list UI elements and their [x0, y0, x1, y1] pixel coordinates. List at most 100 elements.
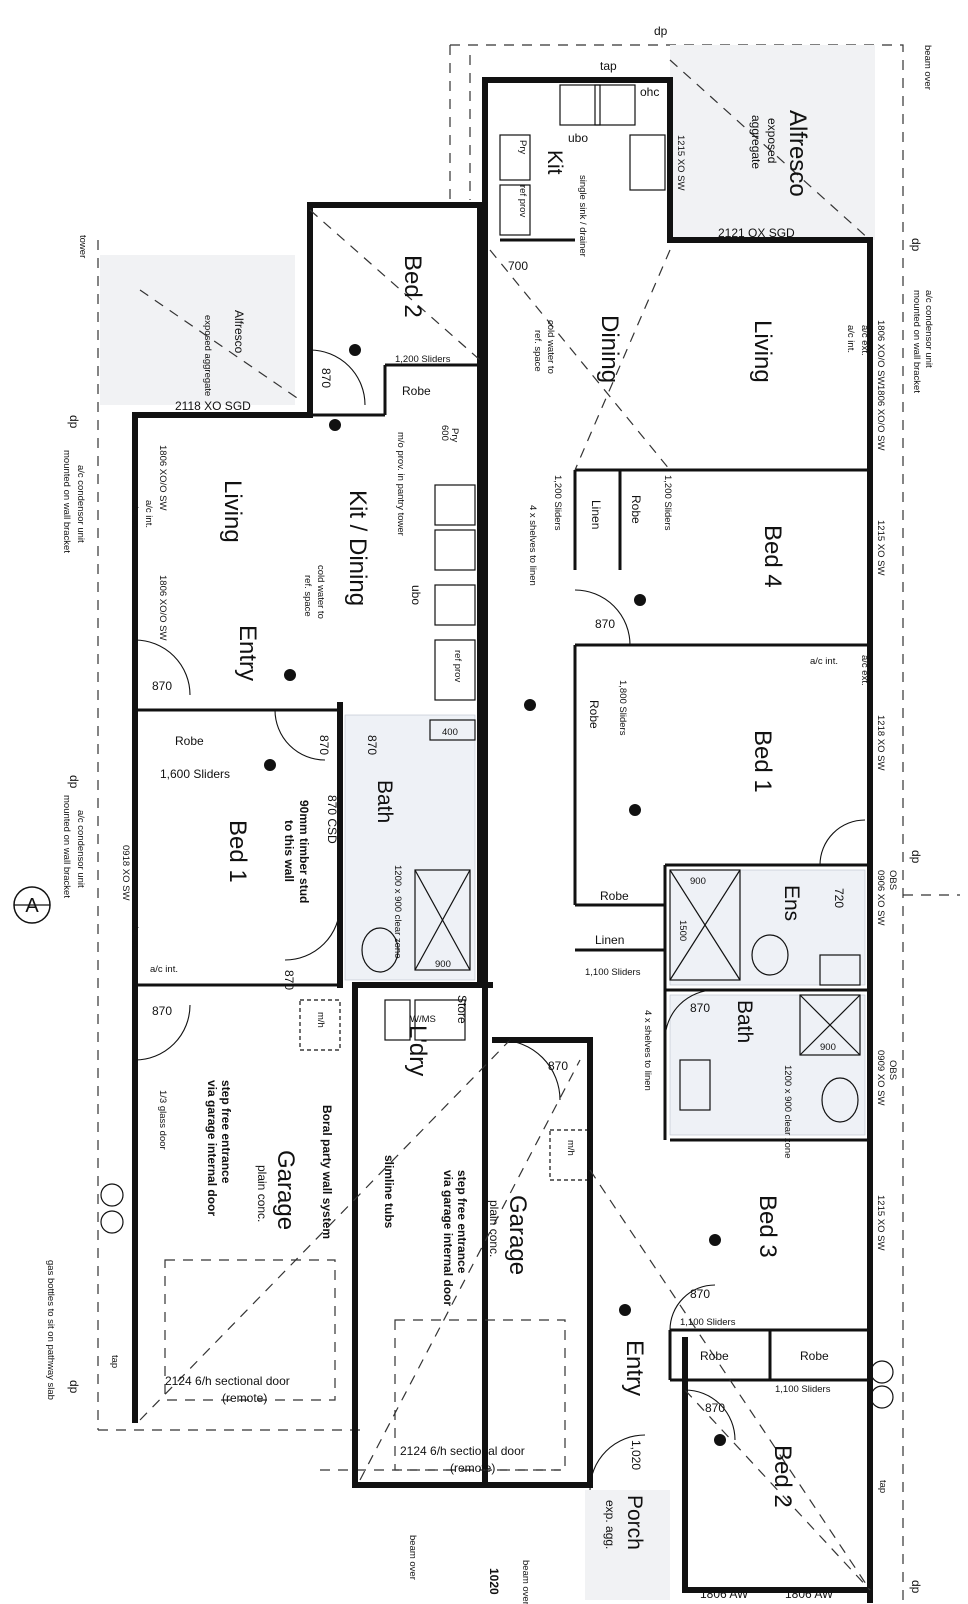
window-1806-aw-1: 1806 AW	[700, 1587, 749, 1601]
dim-900-c: 900	[820, 1042, 836, 1053]
label-dp-right-3: dp	[909, 1580, 923, 1594]
door-870-h: 870	[690, 1001, 710, 1015]
room-labels-left: Bed 2 Kit / Dining Living Alfresco expos…	[175, 255, 469, 1230]
label-ac-ext-right-1: a/c ext.	[859, 325, 870, 356]
label-step-free-left-1: step free entrance	[219, 1080, 233, 1184]
fixture-dims: 900 900 1500 900 600 400	[435, 425, 836, 1053]
linen-right-1: Linen	[589, 500, 603, 529]
label-beam-over-bottom-1: beam over	[407, 1535, 418, 1580]
label-ac-int-right-1: a/c int.	[845, 325, 856, 353]
label-ac-ext-right-2: a/c ext.	[859, 655, 870, 686]
slider-1100-c: 1,100 Sliders	[775, 1384, 831, 1395]
label-timber-stud-1: 90mm timber stud	[297, 800, 311, 903]
diagonal-lines	[139, 59, 871, 1591]
fixtures	[100, 84, 894, 1409]
door-870-j: 870	[690, 1287, 710, 1301]
dim-1500: 1500	[677, 920, 688, 941]
room-bath-right: Bath	[733, 1000, 756, 1043]
section-marker: A	[13, 886, 51, 924]
label-ubo-left: ubo	[409, 585, 423, 605]
room-bed2-left: Bed 2	[399, 255, 426, 318]
room-alfresco-left: Alfresco	[232, 310, 246, 354]
robe-left-2: Robe	[175, 734, 204, 748]
label-beam-over-top: beam over	[922, 45, 933, 90]
label-dim-1020: 1020	[487, 1568, 501, 1595]
label-clear-zone-left: 1200 x 900 clear zone	[392, 865, 403, 958]
alfresco-right-area	[670, 45, 875, 240]
garage-door-left: 2124 6/h sectional door	[165, 1374, 290, 1388]
unit-right-walls	[352, 77, 873, 1603]
label-gas-bottles: gas bottles to sit on pathway slab	[45, 1260, 56, 1400]
label-tap-right: tap	[877, 1480, 888, 1493]
door-870-e: 870	[282, 970, 296, 990]
label-pry-left: Pry	[449, 428, 460, 443]
slider-1200-a: 1,200 Sliders	[395, 354, 451, 365]
slider-1600: 1,600 Sliders	[160, 767, 230, 781]
label-dp-left-2: dp	[67, 775, 81, 789]
porch-finish: exp. agg.	[603, 1500, 617, 1549]
room-ldry: L'dry	[404, 1025, 431, 1076]
door-swings	[134, 349, 866, 1491]
door-870-k: 870	[705, 1401, 725, 1415]
dim-900-b: 900	[690, 876, 706, 887]
window-1806-xo-o-sw-b: 1806 XO/O SW	[875, 385, 886, 451]
label-step-free-right-2: via garage internal door	[441, 1170, 455, 1306]
slider-1200-b: 1,200 Sliders	[662, 475, 673, 531]
window-obs-1: OBS	[887, 870, 898, 890]
label-ac-bracket-right: mounted on wall bracket	[911, 290, 922, 393]
label-cold-water-right: cold water to	[545, 320, 556, 374]
label-ac-bracket-left-2: mounted on wall bracket	[61, 795, 72, 898]
slider-1200-c: 1,200 Sliders	[552, 475, 563, 531]
label-shelves-linen-2: 4 x shelves to linen	[642, 1010, 653, 1091]
label-ac-int-right-2: a/c int.	[810, 656, 838, 667]
window-labels: 1215 XO SW 2121 OX SGD 1806 XO/O SW 1806…	[120, 135, 898, 1601]
notes: tap dp ohc ubo Pry ref prov single sink …	[45, 24, 934, 1604]
robe-right-2: Robe	[587, 700, 601, 729]
window-2121-ox-sgd: 2121 OX SGD	[718, 226, 795, 240]
robe-right-3: Robe	[600, 889, 629, 903]
door-870-i: 870	[548, 1059, 568, 1073]
label-ac-int-left-2: a/c int.	[150, 964, 178, 975]
room-kit-right: Kit	[543, 150, 566, 175]
door-labels: 870 870 870 870 870 870 870 870 870 870 …	[152, 259, 846, 1475]
label-ac-ext-left-1: a/c ext.	[129, 500, 140, 531]
robe-right-1: Robe	[629, 495, 643, 524]
room-bath-left: Bath	[373, 780, 396, 823]
alfresco-left-finish: exposed aggregate	[202, 315, 213, 396]
room-bed4: Bed 4	[759, 525, 786, 588]
ens-right-tiles	[669, 869, 866, 986]
label-ac-int-left-1: a/c int.	[143, 500, 154, 528]
room-living-left: Living	[219, 480, 246, 543]
slider-1100-a: 1,100 Sliders	[585, 967, 641, 978]
window-1806-xo-o-sw-a: 1806 XO/O SW	[875, 320, 886, 386]
dim-600: 600	[439, 425, 450, 441]
room-porch: Porch	[623, 1495, 646, 1550]
room-garage-left: Garage	[272, 1150, 299, 1230]
label-dp-right-2: dp	[909, 850, 923, 864]
door-870-g: 870	[595, 617, 615, 631]
label-tap-left: tap	[109, 1355, 120, 1368]
window-1215-xo-sw-c: 1215 XO SW	[875, 1195, 886, 1250]
label-timber-stud-2: to this wall	[282, 820, 296, 882]
porch-area	[585, 1490, 670, 1600]
room-ens: Ens	[780, 885, 803, 921]
label-mh-right: m/h	[565, 1140, 576, 1156]
bath-left-tiles	[344, 714, 476, 981]
alfresco-right-finish-1: exposed	[765, 118, 779, 163]
room-bed2-right: Bed 2	[769, 1445, 796, 1508]
label-ohc: ohc	[640, 85, 659, 99]
slider-1100-b: 1,100 Sliders	[680, 1317, 736, 1328]
room-bed3: Bed 3	[754, 1195, 781, 1258]
room-labels-right: Alfresco exposed aggregate Kit Dining Li…	[487, 110, 829, 1550]
csd-870: 870 CSD	[325, 795, 339, 844]
label-ac-ext-left-2: a/c ext.	[129, 920, 140, 951]
window-1806-xo-o-sw-d: 1806 XO/O SW	[157, 575, 168, 641]
dim-900-a: 900	[435, 959, 451, 970]
room-entry-left: Entry	[234, 625, 261, 681]
section-marker-label: A	[25, 895, 39, 917]
label-dp-left-3: dp	[67, 1380, 81, 1394]
room-alfresco-right: Alfresco	[784, 110, 811, 197]
room-wm: W/MS	[410, 1014, 436, 1025]
garage-right-finish: plain conc.	[487, 1200, 501, 1257]
